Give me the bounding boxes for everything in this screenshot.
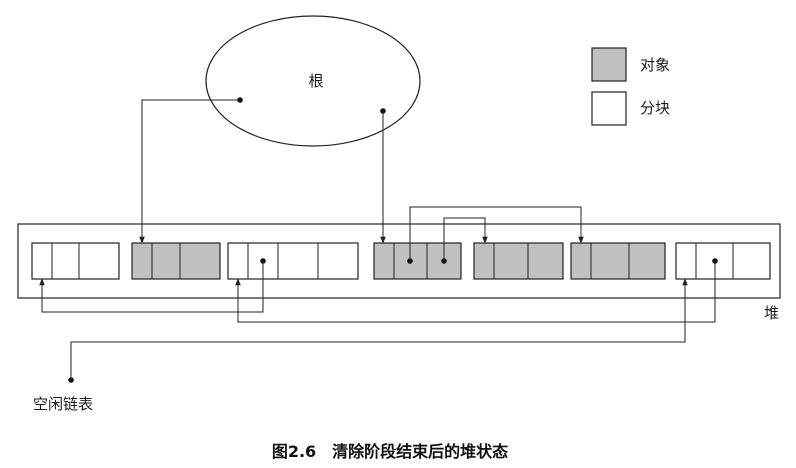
legend-object-swatch	[591, 47, 627, 82]
legend-object-label: 对象	[640, 56, 670, 74]
heap-chunk-free-3	[675, 242, 771, 280]
heap-chunk-free-1	[31, 242, 120, 280]
heap-label: 堆	[764, 304, 779, 322]
root-ellipse	[205, 15, 421, 147]
heap-object-1	[131, 242, 221, 280]
free-list-link-chunk3-to-chunk2	[235, 258, 718, 323]
root-pointer-1	[139, 97, 243, 244]
heap-object-3	[473, 242, 564, 280]
figure-caption: 图2.6 清除阶段结束后的堆状态	[272, 442, 508, 461]
heap-object-2	[373, 242, 462, 280]
root-label: 根	[308, 72, 323, 90]
legend-chunk-label: 分块	[640, 99, 670, 117]
free-list-label: 空闲链表	[33, 395, 93, 413]
heap-object-4	[570, 242, 666, 280]
object-pointer-to-object-4	[407, 206, 584, 264]
heap-chunk-free-2	[227, 242, 359, 280]
free-list-head-pointer	[68, 278, 688, 383]
root-pointer-2	[380, 108, 386, 244]
legend-chunk-swatch	[591, 91, 627, 126]
object-pointer-to-object-3	[441, 217, 488, 264]
free-list-link-chunk2-to-chunk1	[39, 258, 266, 313]
